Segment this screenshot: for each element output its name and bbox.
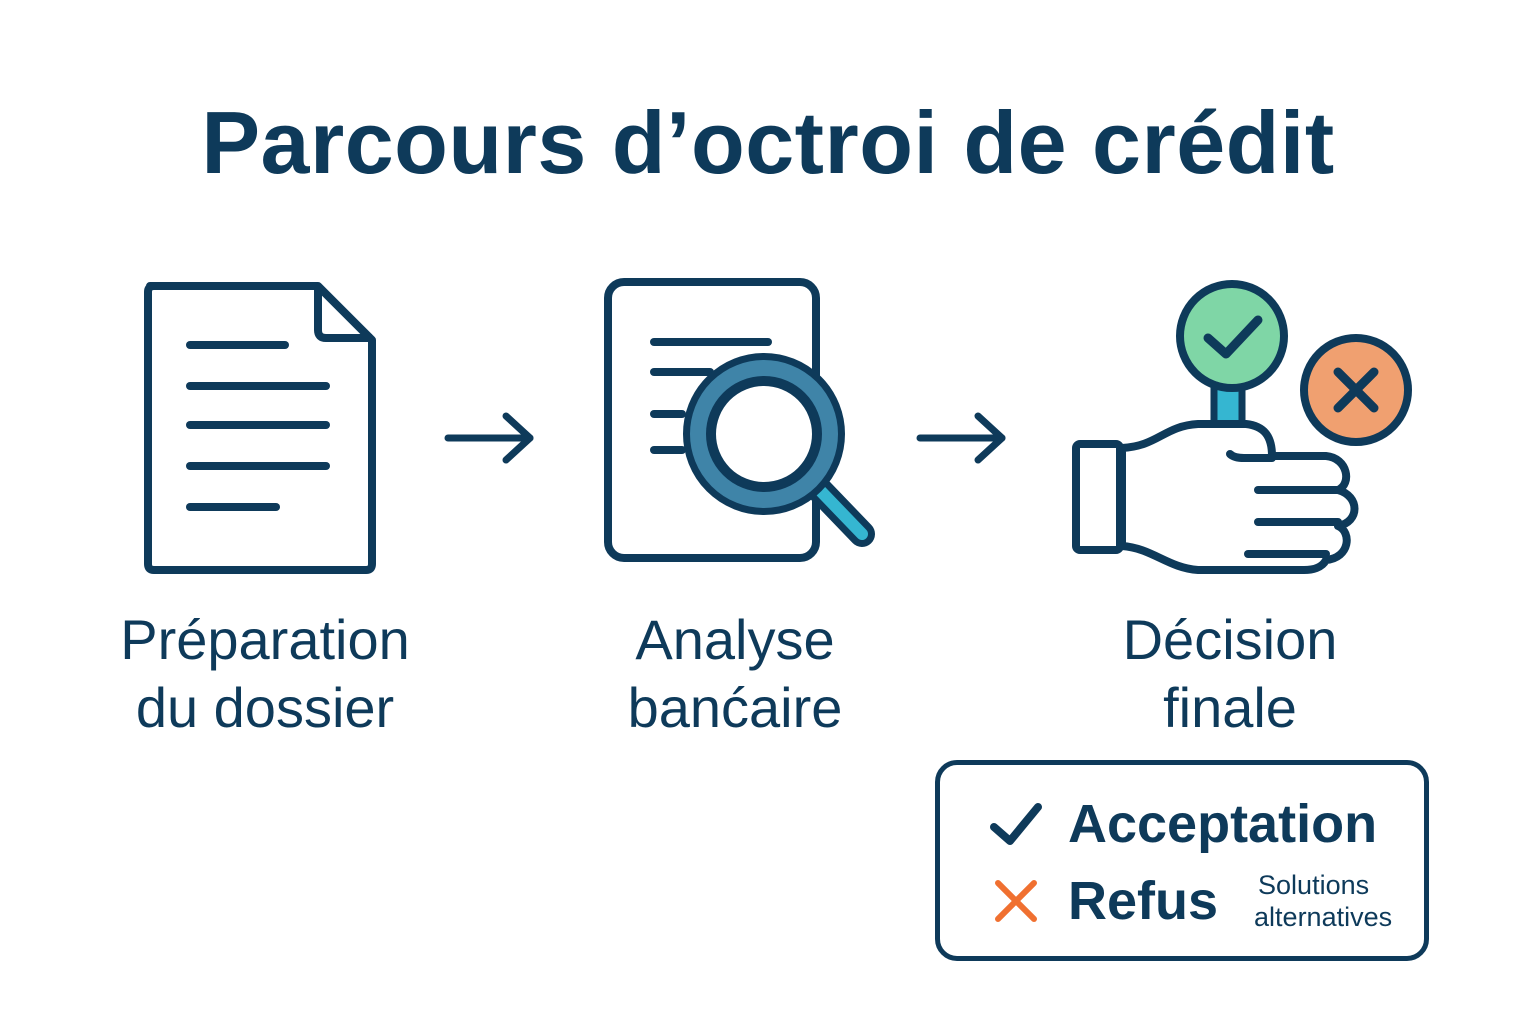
document-icon: [144, 282, 376, 574]
step-label-line1: Analyse: [635, 608, 835, 671]
step-label-line2: finale: [1163, 676, 1297, 739]
outcome-accept-label: Acceptation: [1068, 794, 1378, 854]
step-label-analyse: Analyse banćaire: [540, 606, 930, 742]
outcome-refuse-label: Refus: [1068, 871, 1219, 931]
hand-decision-icon: [1072, 280, 1412, 574]
outcome-refuse: Refus Solutions alternatives: [992, 869, 1392, 933]
alternatives-note-line2: alternatives: [1254, 902, 1393, 932]
step-label-line2: du dossier: [135, 676, 395, 739]
arrow-right-icon: [444, 412, 534, 464]
magnifier-document-icon: [604, 278, 875, 562]
cross-icon: [995, 880, 1037, 922]
alternatives-note: Solutions alternatives: [1254, 869, 1392, 933]
arrow-right-icon: [916, 412, 1006, 464]
step-label-line1: Décision: [1122, 608, 1338, 671]
check-icon: [990, 803, 1042, 845]
step-label-preparation: Préparation du dossier: [60, 606, 470, 742]
alternatives-note-line1: Solutions: [1258, 870, 1370, 900]
page-title: Parcours d’octroi de crédit: [201, 93, 1335, 192]
step-label-decision: Décision finale: [1040, 606, 1420, 742]
step-label-line2: banćaire: [627, 676, 843, 739]
outcomes-box: Acceptation Refus Solutions alternatives: [935, 760, 1429, 961]
outcome-accept: Acceptation: [988, 793, 1377, 855]
step-label-line1: Préparation: [120, 608, 410, 671]
